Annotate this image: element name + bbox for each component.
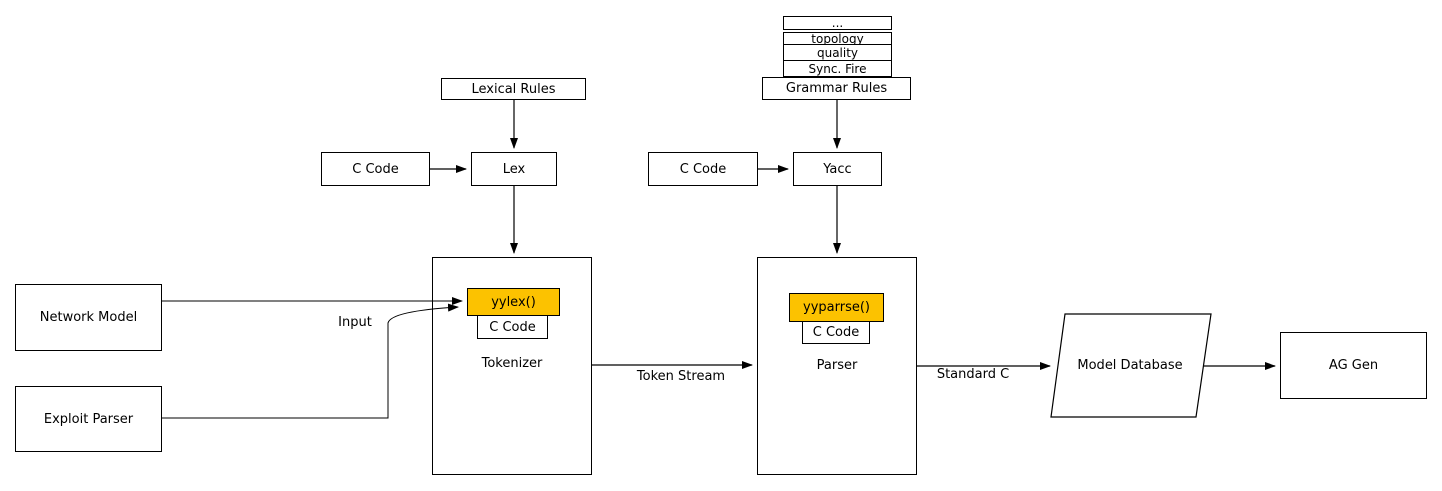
- lex-box: Lex: [471, 152, 557, 186]
- yyparse-box: yyparrse(): [789, 293, 884, 322]
- tokenizer-label: Tokenizer: [481, 356, 543, 371]
- tokenizer-box: [432, 257, 592, 475]
- stack-cell-ellipsis: ...: [783, 16, 892, 30]
- lexical-rules-box: Lexical Rules: [441, 78, 586, 100]
- yacc-box: Yacc: [793, 152, 882, 186]
- c-code-right-box: C Code: [648, 152, 758, 186]
- c-code-parser-box: C Code: [802, 321, 870, 344]
- parser-label: Parser: [816, 358, 858, 373]
- yylex-box: yylex(): [467, 288, 560, 316]
- parser-box: [757, 257, 917, 475]
- grammar-rules-box: Grammar Rules: [762, 77, 911, 100]
- input-edge-label: Input: [338, 315, 372, 330]
- token-stream-edge-label: Token Stream: [636, 369, 726, 384]
- c-code-tokenizer-box: C Code: [477, 315, 548, 339]
- stack-cell-topology: topology: [783, 32, 892, 46]
- stack-cell-sync-fire: Sync. Fire: [783, 60, 892, 77]
- ag-gen-box: AG Gen: [1280, 332, 1427, 399]
- model-database-label: Model Database: [1077, 358, 1183, 373]
- network-model-box: Network Model: [15, 284, 162, 351]
- stack-cell-quality: quality: [783, 44, 892, 61]
- model-database-shape: [1050, 313, 1212, 418]
- standard-c-edge-label: Standard C: [936, 367, 1010, 382]
- edge-exploit-parser-to-yylex: [162, 303, 459, 419]
- exploit-parser-box: Exploit Parser: [15, 386, 162, 452]
- c-code-left-box: C Code: [321, 152, 430, 186]
